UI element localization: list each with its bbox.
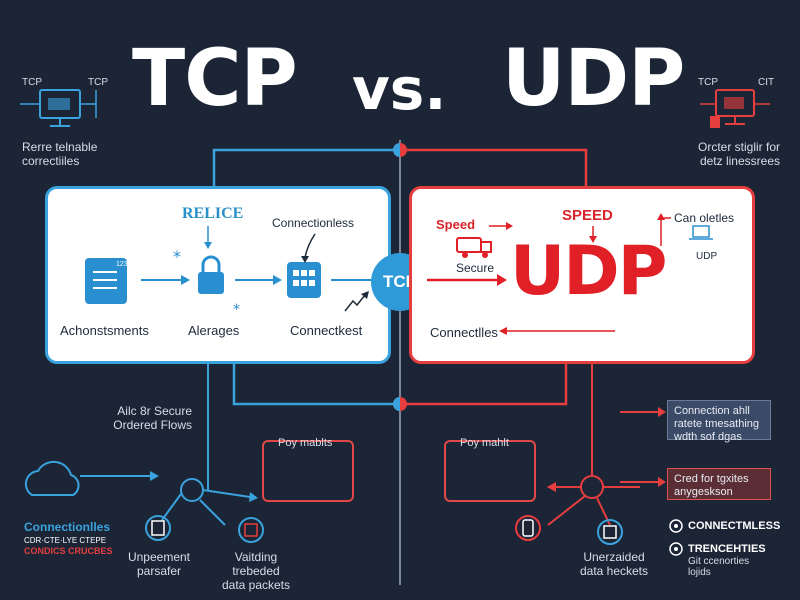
legend-trend-title: TRENCEHTIES — [688, 543, 766, 555]
right-outline-box — [444, 440, 536, 502]
udp-bottom-label: Connectlles — [430, 325, 498, 340]
trend-legend-icon — [669, 542, 683, 556]
udp-big-text: UDP — [510, 232, 667, 311]
laptop-icon — [689, 225, 713, 240]
connectionless-title: Connectionlles — [24, 520, 111, 534]
udp-small-label: UDP — [696, 251, 718, 262]
tcp-label-3: Connectkest — [290, 323, 363, 338]
udp-icon-label: Unerzaided data heckets — [579, 550, 649, 578]
icon1-label: Unpeement parsafer — [127, 550, 191, 578]
top-right-caption: Orcter stiglir for detz linessrees — [697, 140, 780, 168]
monitor-icon-right — [700, 89, 770, 128]
cloud-icon — [24, 460, 80, 496]
wifi-legend-icon — [669, 519, 683, 533]
top-right-tag-1: TCP — [698, 77, 718, 88]
bottom-junction-left — [393, 397, 400, 411]
udp-secure-label: Secure — [456, 261, 495, 275]
tcp-heading: RELICE — [182, 205, 244, 222]
title-udp: UDP — [502, 34, 685, 124]
phone-icon — [515, 515, 541, 541]
tcp-bottom-connector — [232, 364, 400, 406]
left-outline-box — [262, 440, 354, 502]
tcp-node-arrow — [202, 489, 251, 498]
note-blue-text: Connection ahll ratete tmesathing wdth s… — [674, 405, 759, 443]
svg-text:*: * — [233, 302, 240, 318]
top-right-tag-2: CIT — [758, 77, 775, 88]
tcp-label-2: Alerages — [188, 323, 240, 338]
tcp-panel-graphics: * * — [85, 226, 373, 318]
note-red-text: Cred for tgxites anygeskson — [674, 473, 749, 498]
truck-icon — [456, 237, 492, 258]
connectionless-sub-2: CONDICS CRUCBES — [24, 546, 113, 556]
packet-box-icon — [597, 519, 623, 545]
tcp-connection-label: Connectionless — [272, 216, 355, 230]
title-vs: vs. — [352, 55, 447, 123]
udp-panel-graphics — [427, 213, 713, 335]
chip-icon — [287, 262, 321, 298]
note-blue: Connection ahll ratete tmesathing wdth s… — [667, 400, 771, 443]
udp-can-label: Can oletles — [674, 211, 735, 225]
top-left-caption: Rerre telnable correctiiles — [22, 140, 98, 168]
right-box-label: Poy mahlt — [460, 437, 509, 449]
legend-trend-sub: Git ccenorties lojids — [688, 556, 750, 578]
document-icon — [145, 515, 171, 541]
tcp-panel: * * RELICE Connectionless 123 Achonstsme… — [45, 186, 391, 364]
left-box-label: Poy mablts — [278, 437, 333, 449]
udp-top-connector — [400, 148, 588, 186]
title-tcp: TCP — [132, 34, 298, 124]
document-list-icon — [85, 258, 127, 304]
ordered-flows-label: Ailc 8r Secure Ordered Flows — [113, 404, 192, 432]
udp-bottom-connector — [400, 364, 568, 406]
monitor-icon-left — [20, 89, 97, 127]
svg-text:*: * — [173, 247, 181, 266]
tcp-bottom-node — [180, 478, 204, 502]
packet-icon — [238, 517, 264, 543]
legend-connectionless: CONNECTMLESS — [688, 520, 781, 532]
top-left-tag-1: TCP — [22, 77, 42, 88]
lock-icon — [198, 255, 224, 294]
note-red: Cred for tgxites anygeskson — [667, 468, 771, 500]
connectionless-sub-1: CDR·CTE·LYE CTEPE — [24, 536, 107, 545]
udp-bottom-node — [580, 475, 604, 499]
tcp-label-1: Achonstsments — [60, 323, 149, 338]
icon2-label: Vaitding trebeded data packets — [221, 550, 291, 592]
udp-speed-label: Speed — [436, 217, 476, 232]
udp-heading: SPEED — [562, 207, 613, 224]
tcp-top-connector — [212, 148, 400, 186]
doc-code: 123 — [116, 261, 128, 268]
top-left-tag-2: TCP — [88, 77, 108, 88]
udp-panel: Speed SPEED Can oletles Secure UDP Conne… — [409, 186, 755, 364]
top-junction-left — [393, 143, 400, 157]
